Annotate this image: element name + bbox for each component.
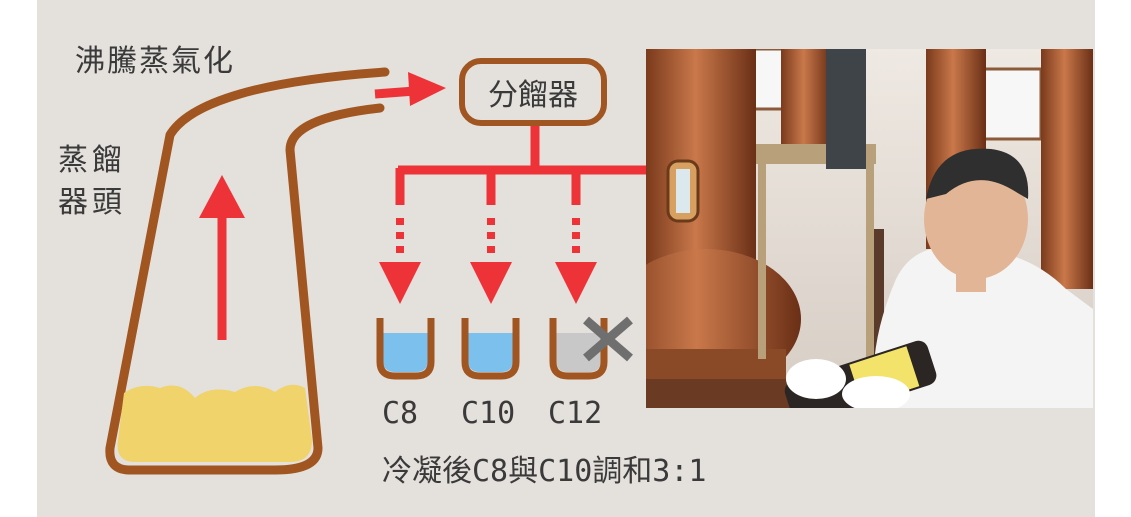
feed-arrow-shaft [374, 86, 416, 99]
flask-outline [105, 67, 390, 475]
label-c8: C8 [382, 396, 419, 431]
fractionator-box: 分餾器 [459, 58, 607, 126]
flask-outline-right [270, 103, 385, 475]
branch-c8-arrowhead [379, 262, 421, 304]
beaker-c8 [376, 318, 435, 380]
branch-c8-dots [396, 218, 404, 253]
beaker-c12-liquid [556, 333, 601, 372]
flask-liquid [117, 384, 312, 462]
label-boiling-vaporization: 沸騰蒸氣化 [75, 44, 235, 79]
beaker-c12 [549, 318, 608, 380]
beaker-c10-liquid [468, 333, 513, 372]
label-c12: C12 [548, 396, 603, 431]
photo-illustration [646, 49, 1093, 408]
distillery-photo [646, 49, 1093, 408]
beaker-c10 [461, 318, 520, 380]
vapor-arrow-head [199, 175, 245, 218]
branch-c10-arrowhead [470, 262, 512, 304]
discard-x-icon [583, 316, 633, 362]
feed-arrow-head [408, 72, 446, 106]
beaker-c8-liquid [383, 333, 428, 372]
branch-c12-arrowhead [555, 262, 597, 304]
label-blend-note: 冷凝後C8與C10調和3:1 [382, 454, 707, 489]
label-c10: C10 [461, 396, 516, 431]
branch-c12-dots [572, 218, 580, 253]
branch-c10-dots [487, 218, 495, 253]
label-still-head: 蒸餾器頭 [58, 143, 126, 220]
label-fractionator: 分餾器 [488, 78, 578, 113]
